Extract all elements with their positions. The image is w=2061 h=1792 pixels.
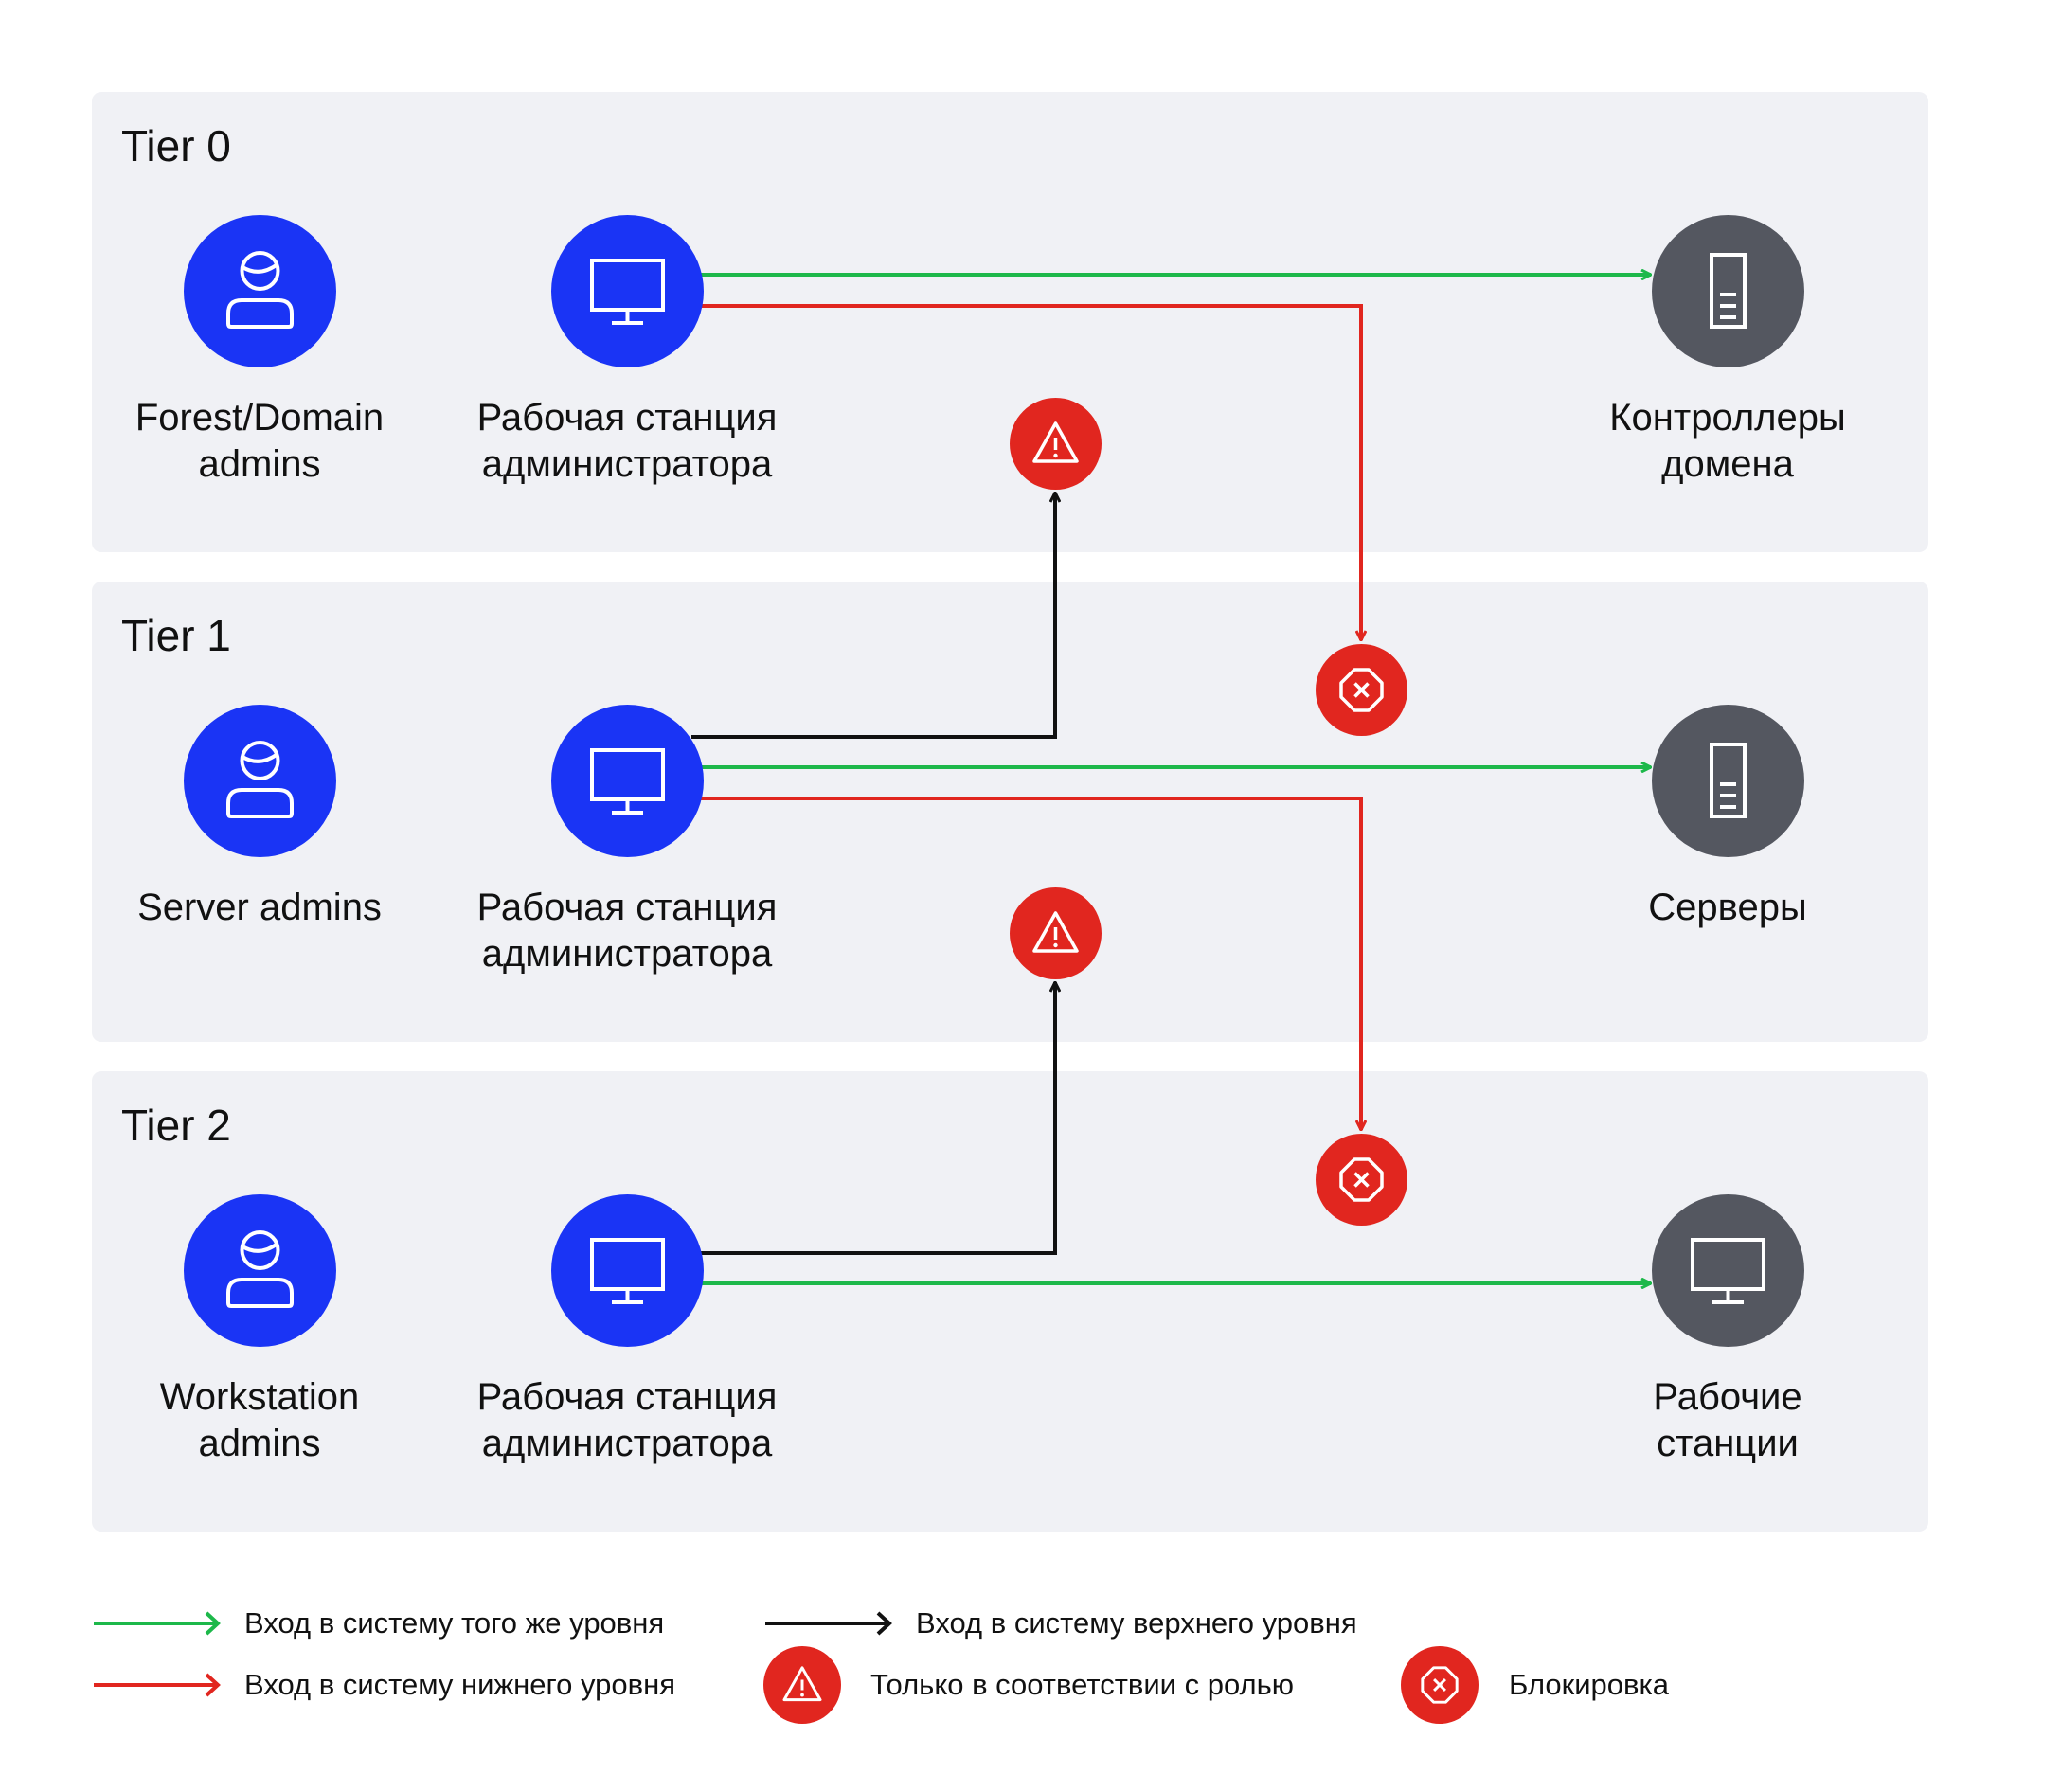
monitor-icon (590, 259, 665, 325)
warning-badge (1010, 398, 1102, 490)
blocked-badge (1316, 1134, 1407, 1226)
workstation-node (551, 705, 704, 857)
monitor-icon (1691, 1238, 1765, 1304)
target-label: Контроллеры домена (1609, 397, 1846, 485)
workstation-node (551, 215, 704, 367)
legend-green-arrow (94, 1611, 221, 1636)
tier-title: Tier 2 (121, 1101, 231, 1150)
server-icon (1710, 253, 1747, 329)
workstation-label: Рабочая станция администратора (476, 887, 778, 975)
user-icon (226, 741, 294, 818)
admin-node (184, 1194, 336, 1347)
server-icon (1710, 743, 1747, 818)
tier-title: Tier 1 (121, 611, 231, 660)
legend-blocked-badge (1401, 1646, 1479, 1724)
blocked-badge (1316, 644, 1407, 736)
user-icon (226, 1230, 294, 1308)
legend-role-only: Только в соответствии с ролью (870, 1668, 1295, 1701)
monitor-icon (590, 748, 665, 815)
admin-node (184, 215, 336, 367)
warning-icon (1032, 911, 1079, 953)
warning-badge (1010, 887, 1102, 979)
blocked-icon (1339, 1157, 1384, 1202)
tier-title: Tier 0 (121, 121, 231, 170)
warning-icon (1032, 421, 1079, 463)
blocked-icon (1339, 668, 1384, 712)
warning-icon (782, 1666, 822, 1702)
target-node (1652, 705, 1804, 857)
workstation-label: Рабочая станция администратора (476, 397, 778, 485)
legend-same-level: Вход в систему того же уровня (244, 1606, 665, 1640)
admin-label: Workstation admins (159, 1376, 360, 1464)
workstation-label: Рабочая станция администратора (476, 1376, 778, 1464)
target-label: Рабочие станции (1653, 1376, 1802, 1464)
legend-blocked: Блокировка (1509, 1668, 1669, 1701)
blocked-icon (1421, 1666, 1459, 1704)
legend-red-arrow (94, 1673, 221, 1697)
target-node (1652, 215, 1804, 367)
target-node (1652, 1194, 1804, 1347)
admin-label: Forest/Domain admins (134, 397, 385, 485)
legend-lower-level: Вход в систему нижнего уровня (244, 1668, 676, 1701)
legend-upper-level: Вход в систему верхнего уровня (916, 1606, 1357, 1640)
legend-warning-badge (763, 1646, 841, 1724)
workstation-node (551, 1194, 704, 1347)
admin-node (184, 705, 336, 857)
target-label: Серверы (1648, 887, 1807, 928)
legend-black-arrow (765, 1611, 892, 1636)
user-icon (226, 251, 294, 329)
admin-label: Server admins (137, 887, 382, 928)
monitor-icon (590, 1238, 665, 1304)
